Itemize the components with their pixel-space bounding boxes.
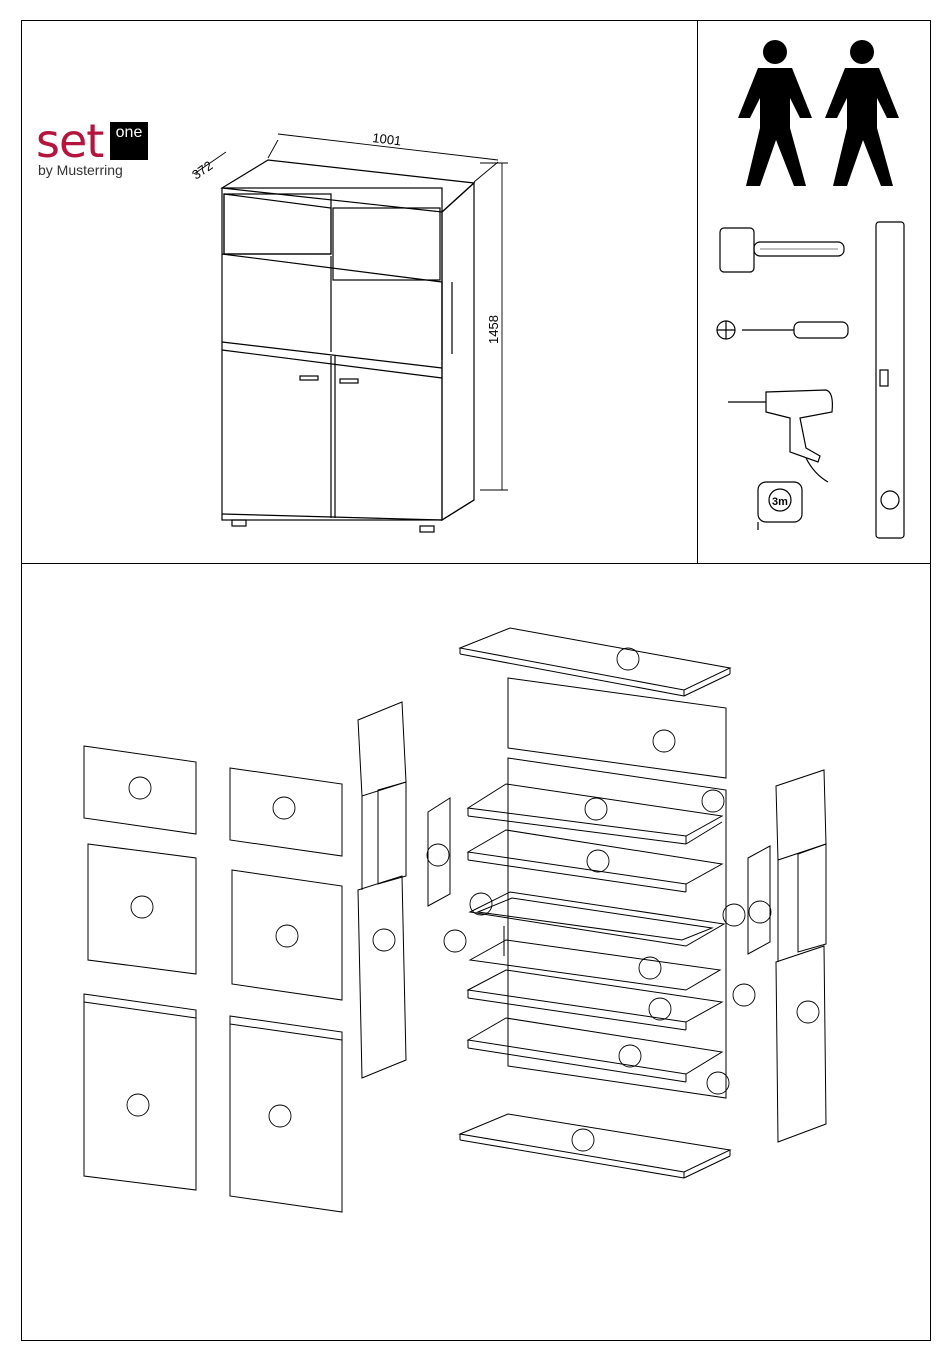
tape-measure-label: 3m: [772, 496, 788, 508]
spirit-level-icon: [876, 222, 904, 538]
height-dimension: 1458: [486, 315, 501, 344]
person-icon: [825, 40, 899, 186]
part-callouts: [127, 648, 819, 1151]
cabinet-illustration: [222, 160, 474, 532]
mallet-icon: [720, 228, 844, 272]
phillips-screwdriver-icon: [717, 321, 848, 339]
person-icon: [738, 40, 812, 186]
exploded-parts: [84, 628, 826, 1212]
drill-icon: [728, 390, 832, 482]
